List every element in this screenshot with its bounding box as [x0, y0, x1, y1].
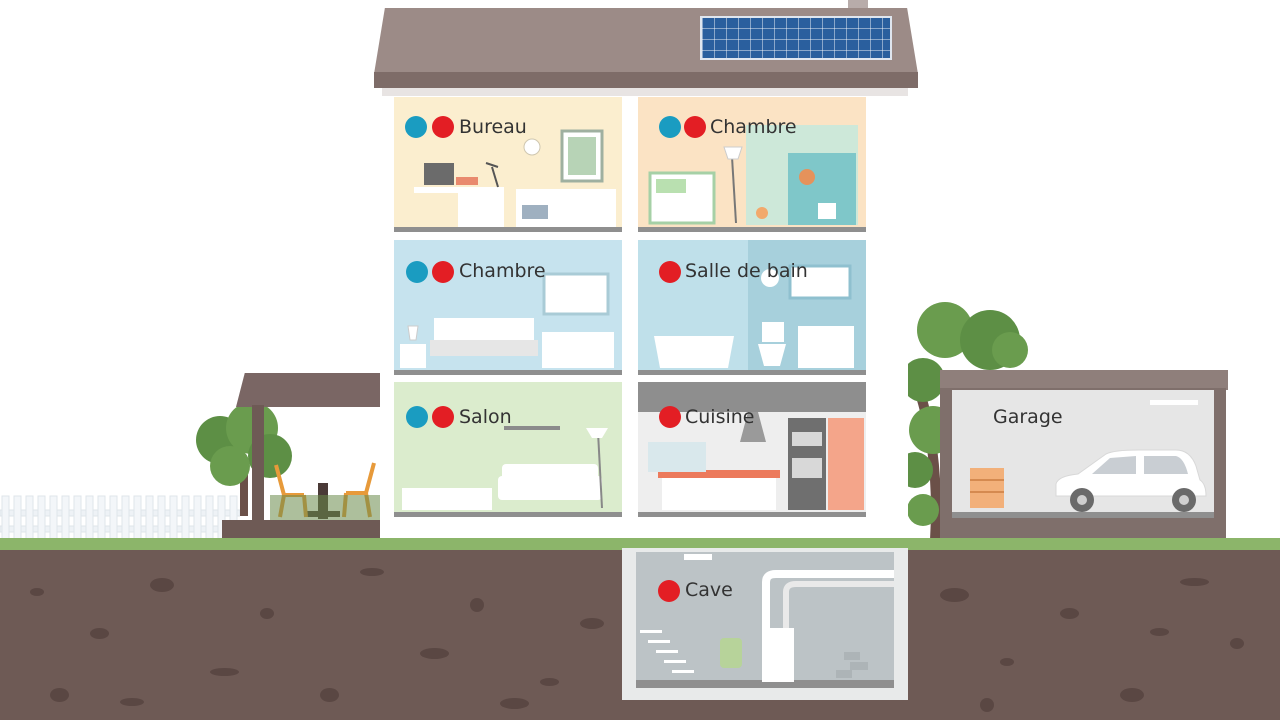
fence-picket	[49, 495, 58, 540]
soil-stone	[210, 668, 239, 676]
heating-indicator-icon	[432, 261, 454, 283]
soil-stone	[980, 698, 994, 712]
fence-picket	[1, 495, 10, 540]
fence-picket	[37, 495, 46, 540]
fence-picket	[217, 495, 226, 540]
soil-stone	[1000, 658, 1014, 666]
room-salon: Salon	[394, 382, 622, 517]
soil-stone	[500, 698, 529, 709]
roof-band	[374, 72, 918, 88]
fence-picket	[25, 495, 34, 540]
fence-picket	[109, 495, 118, 540]
soil-stone	[540, 678, 559, 686]
soil-stone	[320, 688, 339, 702]
room-label-cuisine: Cuisine	[685, 406, 755, 428]
soil-stone	[150, 578, 174, 592]
heating-indicator-icon	[658, 580, 680, 602]
fence-picket	[229, 495, 238, 540]
bedroom-furniture	[400, 272, 614, 368]
room-label-garage: Garage	[993, 406, 1063, 428]
soil-stone	[50, 688, 69, 702]
garage-drawers	[970, 468, 1004, 508]
cooling-indicator-icon	[405, 116, 427, 138]
fence-picket	[193, 495, 202, 540]
fence-picket	[121, 495, 130, 540]
cooling-indicator-icon	[659, 116, 681, 138]
room-chambre-top: Chambre	[638, 97, 866, 232]
fence-picket	[133, 495, 142, 540]
kids-bedroom-furniture	[648, 125, 858, 225]
soil-stone	[580, 618, 604, 629]
fence-picket	[97, 495, 106, 540]
fence-picket	[13, 495, 22, 540]
room-chambre-mid: Chambre	[394, 240, 622, 375]
fence-picket	[157, 495, 166, 540]
garage-roof	[940, 370, 1228, 390]
soil-stone	[1150, 628, 1169, 636]
soil-stone	[90, 628, 109, 639]
soil-stone	[1180, 578, 1209, 586]
heating-indicator-icon	[659, 406, 681, 428]
soil-stone	[120, 698, 144, 706]
office-furniture	[414, 129, 616, 227]
heating-indicator-icon	[684, 116, 706, 138]
room-cave: Cave	[636, 552, 894, 688]
fence-picket	[169, 495, 178, 540]
cave-equipment	[636, 554, 894, 688]
bathroom-furniture	[654, 240, 866, 370]
fence-picket	[181, 495, 190, 540]
grass	[0, 538, 1280, 550]
heating-indicator-icon	[432, 116, 454, 138]
room-bureau: Bureau	[394, 97, 622, 232]
pergola-roof	[236, 373, 382, 407]
soil-stone	[470, 598, 484, 612]
soil-stone	[1060, 608, 1079, 619]
soil-stone	[360, 568, 384, 576]
soil-stone	[260, 608, 274, 619]
room-label-chambre-top: Chambre	[710, 116, 797, 138]
fence-picket	[61, 495, 70, 540]
room-label-cave: Cave	[685, 579, 733, 601]
garage-floor	[952, 512, 1214, 518]
soil-stone	[1230, 638, 1244, 649]
soil-stone	[940, 588, 969, 602]
fence-picket	[73, 495, 82, 540]
solar-panel	[700, 16, 892, 60]
car	[1055, 449, 1207, 512]
deck	[222, 520, 382, 538]
kitchen-furniture	[638, 382, 866, 510]
fence-picket	[85, 495, 94, 540]
room-label-salon: Salon	[459, 406, 512, 428]
soil-stone	[30, 588, 44, 596]
soil-stone	[420, 648, 449, 659]
room-label-salle-de-bain: Salle de bain	[685, 260, 808, 282]
patio-furniture	[270, 462, 385, 520]
soil-stone	[1120, 688, 1144, 702]
eave	[382, 88, 908, 96]
pergola-post	[252, 405, 264, 520]
fence-picket	[145, 495, 154, 540]
cooling-indicator-icon	[406, 261, 428, 283]
cooling-indicator-icon	[406, 406, 428, 428]
heating-indicator-icon	[659, 261, 681, 283]
room-label-bureau: Bureau	[459, 116, 527, 138]
fence-picket	[205, 495, 214, 540]
garage-light	[1150, 400, 1198, 405]
room-salle-de-bain: Salle de bain	[638, 240, 866, 375]
fence	[0, 495, 240, 540]
room-cuisine: Cuisine	[638, 382, 866, 517]
room-label-chambre-mid: Chambre	[459, 260, 546, 282]
heating-indicator-icon	[432, 406, 454, 428]
living-room-furniture	[402, 426, 608, 510]
